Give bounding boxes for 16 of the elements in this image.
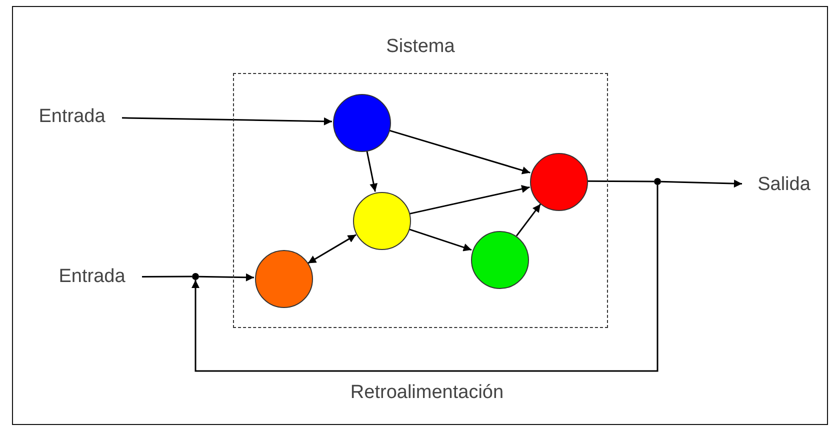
signal-label: Salida: [742, 172, 826, 198]
system-title: Sistema: [385, 36, 456, 58]
arrow: [516, 204, 542, 236]
arrow: [366, 150, 378, 192]
arrow: [388, 130, 530, 174]
arrow: [308, 234, 356, 264]
arrow: [192, 185, 658, 372]
signal-label: Entrada: [22, 104, 122, 130]
junction-dot: [654, 178, 661, 185]
arrow: [198, 273, 254, 282]
arrow: [660, 180, 742, 188]
arrow: [122, 117, 332, 126]
arrow: [408, 228, 472, 252]
arrow: [409, 185, 530, 215]
junction-dot: [192, 273, 199, 280]
signal-label: Entrada: [42, 264, 142, 290]
